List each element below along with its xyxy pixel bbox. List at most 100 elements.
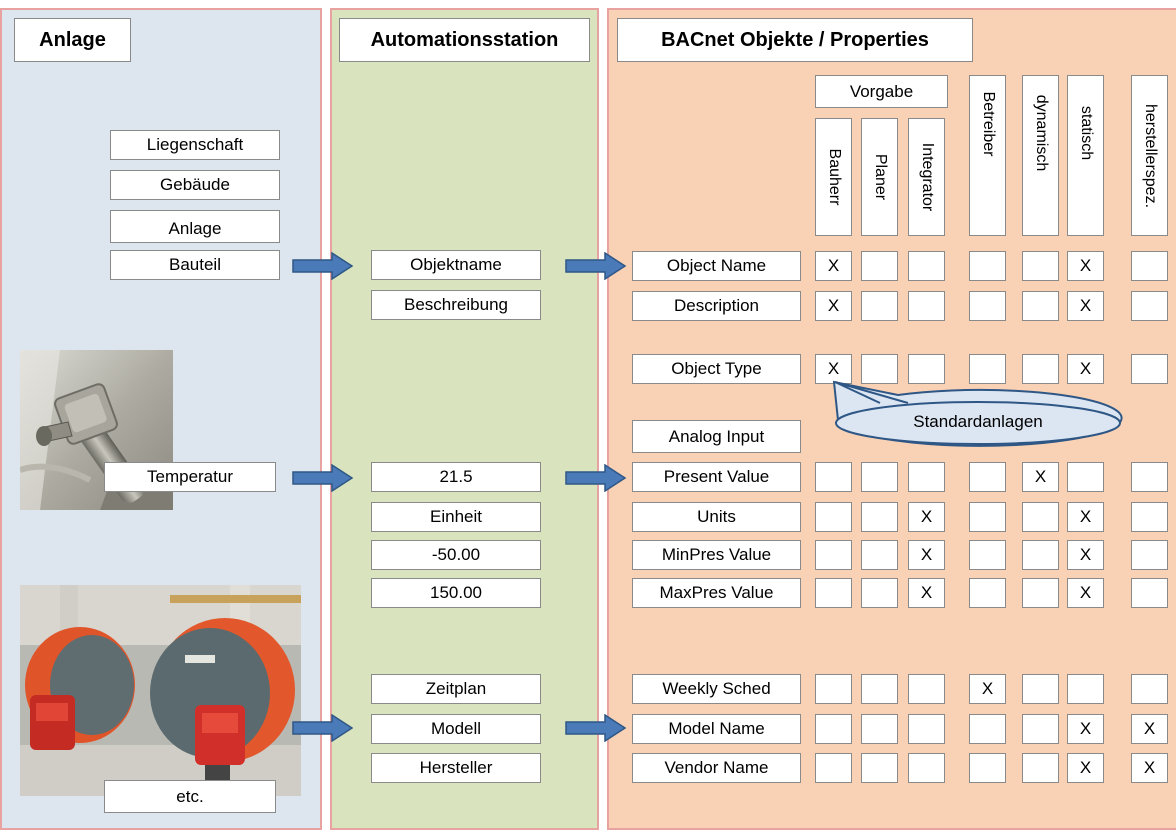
matrix-cell: X	[1067, 354, 1104, 384]
hierarchy-bauteil: Bauteil	[110, 250, 280, 280]
bauherr-header: Bauherr	[815, 118, 852, 236]
matrix-cell	[1022, 354, 1059, 384]
arrow-right-icon	[292, 714, 354, 742]
matrix-cell	[969, 714, 1006, 744]
property-name: Weekly Sched	[632, 674, 801, 704]
matrix-cell: X	[815, 251, 852, 281]
matrix-cell	[861, 578, 898, 608]
hierarchy-gebaeude: Gebäude	[110, 170, 280, 200]
matrix-cell: X	[908, 578, 945, 608]
matrix-cell: X	[1022, 462, 1059, 492]
planer-header: Planer	[861, 118, 898, 236]
matrix-cell	[1022, 291, 1059, 321]
integrator-header: Integrator	[908, 118, 945, 236]
matrix-cell	[1022, 578, 1059, 608]
matrix-cell	[908, 251, 945, 281]
matrix-cell	[969, 462, 1006, 492]
boiler-photo	[20, 585, 301, 796]
as-objektname: Objektname	[371, 250, 541, 280]
matrix-cell	[969, 502, 1006, 532]
matrix-cell	[1067, 674, 1104, 704]
bacnet-header: BACnet Objekte / Properties	[617, 18, 973, 62]
matrix-cell	[1022, 502, 1059, 532]
as-present-value: 21.5	[371, 462, 541, 492]
as-hersteller: Hersteller	[371, 753, 541, 783]
as-einheit: Einheit	[371, 502, 541, 532]
matrix-cell: X	[1131, 753, 1168, 783]
hierarchy-liegenschaft: Liegenschaft	[110, 130, 280, 160]
matrix-cell	[969, 578, 1006, 608]
as-beschreibung: Beschreibung	[371, 290, 541, 320]
matrix-cell	[861, 753, 898, 783]
herstellerspez-header: herstellerspez.	[1131, 75, 1168, 236]
matrix-cell	[815, 540, 852, 570]
matrix-cell	[861, 251, 898, 281]
matrix-cell	[1131, 251, 1168, 281]
betreiber-header: Betreiber	[969, 75, 1006, 236]
matrix-cell	[861, 354, 898, 384]
matrix-cell	[1131, 354, 1168, 384]
matrix-cell: X	[1067, 502, 1104, 532]
analog-input-label: Analog Input	[632, 420, 801, 453]
matrix-cell	[815, 714, 852, 744]
matrix-cell: X	[1131, 714, 1168, 744]
anlage-header: Anlage	[14, 18, 131, 62]
dynamisch-header: dynamisch	[1022, 75, 1059, 236]
matrix-cell: X	[969, 674, 1006, 704]
matrix-cell	[815, 674, 852, 704]
matrix-cell	[1022, 714, 1059, 744]
arrow-right-icon	[565, 464, 627, 492]
arrow-right-icon	[292, 464, 354, 492]
matrix-cell	[969, 291, 1006, 321]
arrow-right-icon	[565, 714, 627, 742]
matrix-cell: X	[1067, 540, 1104, 570]
vorgabe-header: Vorgabe	[815, 75, 948, 108]
property-name: Units	[632, 502, 801, 532]
matrix-cell	[1022, 753, 1059, 783]
matrix-cell	[861, 291, 898, 321]
matrix-cell: X	[1067, 291, 1104, 321]
matrix-cell	[815, 753, 852, 783]
matrix-cell	[815, 578, 852, 608]
property-name: Present Value	[632, 462, 801, 492]
matrix-cell	[1067, 462, 1104, 492]
matrix-cell	[861, 714, 898, 744]
callout-text: Standardanlagen	[913, 412, 1043, 431]
matrix-cell	[1131, 674, 1168, 704]
property-name: Description	[632, 291, 801, 321]
as-zeitplan: Zeitplan	[371, 674, 541, 704]
matrix-cell: X	[1067, 251, 1104, 281]
hierarchy-anlage: Anlage	[110, 210, 280, 243]
matrix-cell	[815, 462, 852, 492]
matrix-cell: X	[908, 540, 945, 570]
matrix-cell	[1131, 540, 1168, 570]
matrix-cell: X	[1067, 714, 1104, 744]
matrix-cell	[1131, 578, 1168, 608]
matrix-cell	[1131, 462, 1168, 492]
matrix-cell	[908, 354, 945, 384]
property-name: Vendor Name	[632, 753, 801, 783]
matrix-cell	[969, 251, 1006, 281]
matrix-cell: X	[815, 354, 852, 384]
arrow-right-icon	[565, 252, 627, 280]
matrix-cell	[969, 753, 1006, 783]
matrix-cell	[815, 502, 852, 532]
matrix-cell	[969, 540, 1006, 570]
matrix-cell: X	[815, 291, 852, 321]
matrix-cell	[908, 462, 945, 492]
matrix-cell	[1022, 251, 1059, 281]
as-min-value: -50.00	[371, 540, 541, 570]
matrix-cell	[861, 540, 898, 570]
as-modell: Modell	[371, 714, 541, 744]
as-max-value: 150.00	[371, 578, 541, 608]
matrix-cell: X	[908, 502, 945, 532]
matrix-cell	[861, 462, 898, 492]
matrix-cell	[908, 753, 945, 783]
automationsstation-header: Automationsstation	[339, 18, 590, 62]
matrix-cell	[969, 354, 1006, 384]
matrix-cell	[908, 291, 945, 321]
property-name: Object Name	[632, 251, 801, 281]
matrix-cell	[1131, 502, 1168, 532]
temperatur-label: Temperatur	[104, 462, 276, 492]
matrix-cell	[1022, 540, 1059, 570]
